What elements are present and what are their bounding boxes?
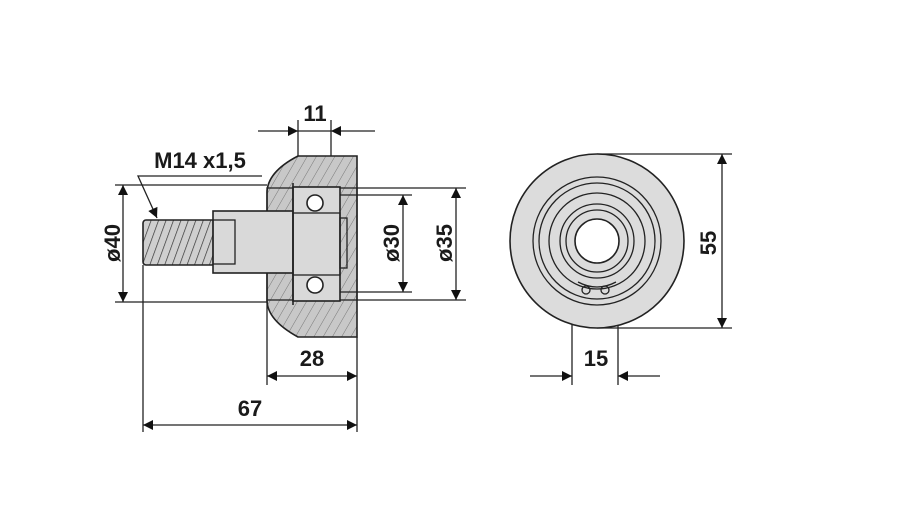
extension-lines [115, 120, 732, 432]
bearing-ring [548, 192, 646, 290]
bearing-seal [339, 217, 348, 269]
ball-icon [306, 194, 324, 212]
dim-o35: ø35 [432, 224, 457, 262]
shaft-collar [212, 219, 236, 265]
ball-icon [306, 276, 324, 294]
thread [142, 219, 216, 266]
dim-15: 15 [584, 346, 608, 371]
center-hole [574, 218, 620, 264]
front-view [509, 153, 685, 329]
side-view [142, 155, 358, 338]
ball-icon [600, 285, 610, 295]
dim-28: 28 [300, 346, 324, 371]
thread-label: M14 x1,5 [154, 148, 246, 173]
dim-55: 55 [696, 231, 721, 255]
ball-icon [581, 285, 591, 295]
dimension-lines [118, 126, 727, 430]
dim-11: 11 [303, 101, 326, 126]
shaft [212, 210, 299, 274]
dim-o40: ø40 [100, 224, 125, 262]
dim-o30: ø30 [379, 224, 404, 262]
dim-67: 67 [238, 396, 262, 421]
